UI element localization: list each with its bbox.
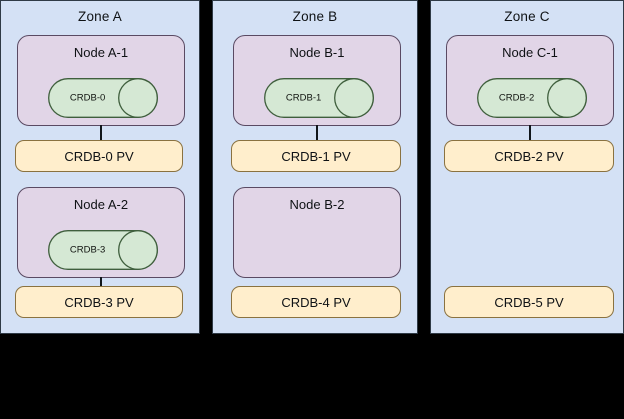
pv-crdb-3[interactable]: CRDB-3 PV	[15, 286, 183, 318]
zone-c-title: Zone C	[504, 9, 550, 24]
node-c-1[interactable]: Node C-1 CRDB-2	[446, 35, 614, 126]
zone-a-title: Zone A	[78, 9, 122, 24]
zone-a: Zone A Node A-1 CRDB-0 CRDB-0 PV Node A-…	[0, 0, 200, 334]
connector-node-a-2-to-crdb-3-pv	[100, 277, 102, 293]
pv-crdb-2[interactable]: CRDB-2 PV	[444, 140, 614, 172]
connector-node-a-1-to-crdb-0-pv	[100, 125, 102, 141]
node-b-2[interactable]: Node B-2	[233, 187, 401, 278]
pv-crdb-0-label: CRDB-0 PV	[64, 148, 134, 164]
connector-node-b-1-to-crdb-1-pv	[316, 125, 318, 141]
node-a-2[interactable]: Node A-2 CRDB-3	[17, 187, 185, 278]
node-b-1[interactable]: Node B-1 CRDB-1	[233, 35, 401, 126]
pv-crdb-4-label: CRDB-4 PV	[281, 294, 351, 310]
pv-crdb-5-label: CRDB-5 PV	[494, 294, 564, 310]
pv-crdb-4[interactable]: CRDB-4 PV	[231, 286, 401, 318]
node-a-1-title: Node A-1	[73, 45, 129, 60]
pv-crdb-1-label: CRDB-1 PV	[281, 148, 351, 164]
zone-b: Zone B Node B-1 CRDB-1 CRDB-1 PV Node B-…	[212, 0, 418, 334]
pv-crdb-5[interactable]: CRDB-5 PV	[444, 286, 614, 318]
crdb-1-database-icon[interactable]: CRDB-1	[264, 78, 374, 118]
crdb-3-database-icon[interactable]: CRDB-3	[48, 230, 158, 270]
node-b-1-title: Node B-1	[289, 45, 345, 60]
node-b-2-title: Node B-2	[289, 197, 345, 212]
node-a-1[interactable]: Node A-1 CRDB-0	[17, 35, 185, 126]
zone-b-title: Zone B	[292, 9, 338, 24]
pv-crdb-3-label: CRDB-3 PV	[64, 294, 134, 310]
pv-crdb-1[interactable]: CRDB-1 PV	[231, 140, 401, 172]
connector-node-c-1-to-crdb-2-pv	[529, 125, 531, 141]
pv-crdb-2-label: CRDB-2 PV	[494, 148, 564, 164]
node-c-1-title: Node C-1	[502, 45, 558, 60]
crdb-0-database-icon[interactable]: CRDB-0	[48, 78, 158, 118]
zone-c: Zone C Node C-1 CRDB-2 CRDB-2 PV CRDB-5 …	[430, 0, 624, 334]
crdb-2-database-icon[interactable]: CRDB-2	[477, 78, 587, 118]
node-a-2-title: Node A-2	[73, 197, 129, 212]
pv-crdb-0[interactable]: CRDB-0 PV	[15, 140, 183, 172]
